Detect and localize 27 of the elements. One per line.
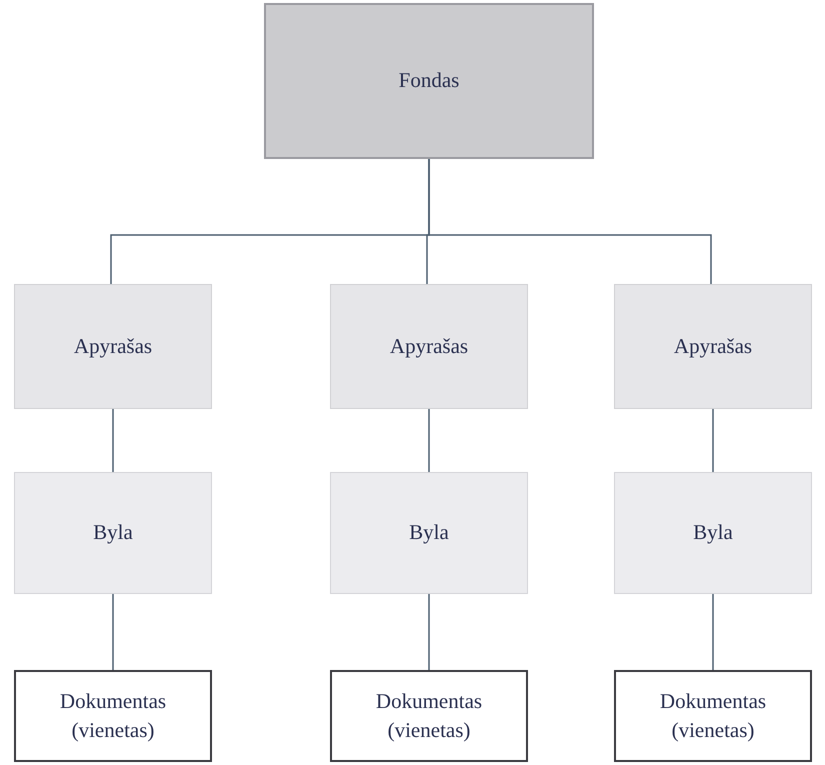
node-label: Dokumentas (vienetas) [374,688,484,744]
node-label: Byla [693,519,733,546]
connector-line [112,409,114,472]
item-box [330,670,528,762]
connector-line [712,594,714,670]
node-label: Apyrašas [74,332,152,360]
connector-line [712,409,714,472]
node-label: Dokumentas (vienetas) [658,688,768,744]
level-box [14,472,212,594]
item-box [14,670,212,762]
item-box [614,670,812,762]
level-box [330,472,528,594]
connector-line [428,594,430,670]
node-label: Apyrašas [390,332,468,360]
connector-line [112,594,114,670]
level-box [614,284,812,409]
node-label: Byla [93,519,133,546]
level-box [614,472,812,594]
root-box [264,3,594,159]
node-label: Apyrašas [674,332,752,360]
level-box [14,284,212,409]
connector-line [428,159,712,284]
node-label: Dokumentas (vienetas) [58,688,168,744]
node-label: Fondas [398,67,460,94]
connector-line [428,409,430,472]
level-box [330,284,528,409]
node-label: Byla [409,519,449,546]
